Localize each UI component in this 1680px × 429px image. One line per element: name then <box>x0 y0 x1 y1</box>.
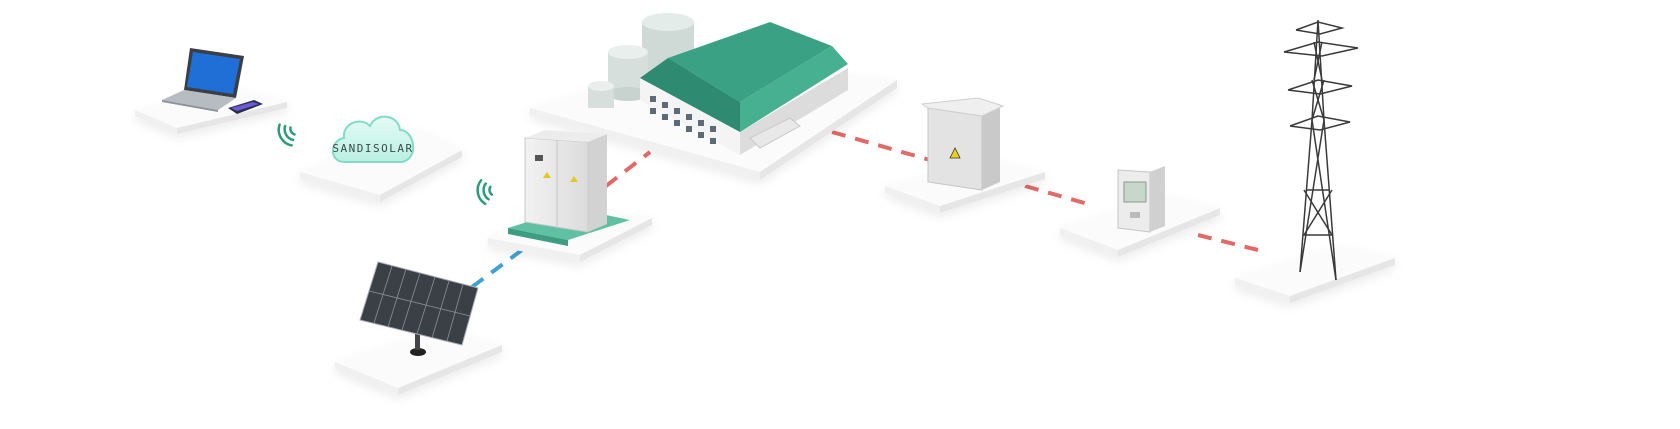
link-factory-box <box>831 130 931 162</box>
cloud-label: SANDISOLAR <box>332 142 413 155</box>
warning-icon <box>543 172 551 178</box>
cloud-icon: SANDISOLAR <box>331 115 414 163</box>
wifi-icon <box>476 179 494 206</box>
distribution-box[interactable] <box>920 97 1005 191</box>
warning-icon <box>949 147 961 159</box>
smartphone[interactable] <box>228 100 263 114</box>
solar-panel[interactable] <box>359 261 479 356</box>
link-box-meter <box>1024 184 1089 206</box>
meter-display <box>1123 181 1147 203</box>
wifi-icon <box>277 123 296 147</box>
energy-storage-cabinet[interactable] <box>508 130 630 246</box>
laptop[interactable] <box>162 48 244 112</box>
cabinet-display <box>535 155 543 161</box>
factory[interactable] <box>588 13 848 155</box>
tower-platform <box>1235 246 1395 303</box>
link-meter-tower <box>1197 233 1259 252</box>
link-solar-cabinet <box>470 248 524 289</box>
warning-icon <box>570 176 578 182</box>
electricity-meter[interactable] <box>1117 166 1165 233</box>
link-cabinet-factory <box>604 150 652 188</box>
transmission-tower <box>1283 19 1359 281</box>
